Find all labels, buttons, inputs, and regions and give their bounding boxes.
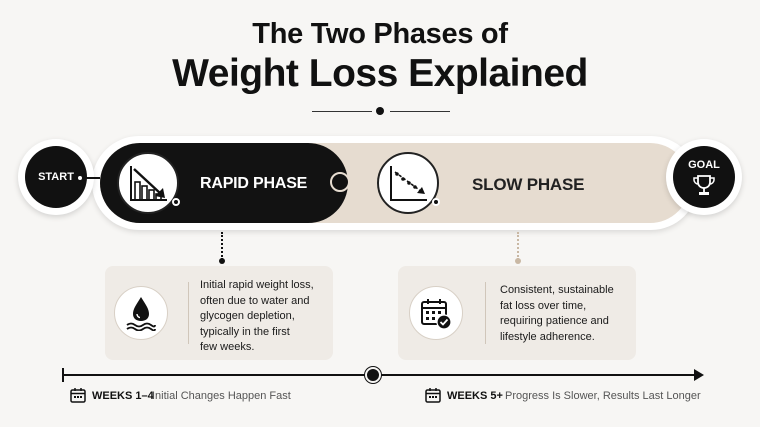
rapid-connector-dot	[219, 258, 225, 264]
water-drop-icon	[114, 286, 168, 340]
rapid-connector	[221, 232, 223, 260]
calendar-icon	[425, 387, 441, 408]
timeline-midpoint	[365, 367, 381, 383]
slow-phase-label: SLOW PHASE	[472, 175, 585, 194]
rapid-card-divider	[188, 282, 189, 344]
start-link-line	[84, 177, 100, 179]
slow-connector	[517, 232, 519, 260]
rapid-icon-dot	[172, 198, 180, 206]
timeline-start-tick	[62, 368, 64, 382]
slow-icon-dot	[432, 198, 440, 206]
calendar-check-icon	[409, 286, 463, 340]
timeline-right-caption: Progress Is Slower, Results Last Longer	[505, 390, 701, 402]
timeline-arrow	[694, 369, 704, 381]
title-line-1: The Two Phases of	[252, 18, 508, 50]
title-rule-left	[312, 111, 372, 112]
timeline-right-weeks: WEEKS 5+	[447, 390, 503, 402]
title-line-2: Weight Loss Explained	[172, 52, 588, 95]
phase-joint-dot	[330, 172, 350, 192]
start-connector	[76, 174, 84, 182]
timeline-left-caption: Initial Changes Happen Fast	[152, 390, 291, 402]
slow-connector-dot	[515, 258, 521, 264]
rapid-phase-label: RAPID PHASE	[200, 175, 308, 192]
steep-decline-chart-icon	[117, 152, 179, 214]
trophy-icon	[693, 174, 715, 195]
slow-phase-description: Consistent, sustainable fat loss over ti…	[500, 284, 614, 343]
start-label: START	[38, 171, 74, 183]
slow-card-divider	[485, 282, 486, 344]
gradual-decline-chart-icon	[377, 152, 439, 214]
rapid-phase-description: Initial rapid weight loss, often due to …	[200, 279, 314, 353]
title-rule-right	[390, 111, 450, 112]
timeline-left-weeks: WEEKS 1–4	[92, 390, 154, 402]
calendar-icon	[70, 387, 86, 408]
goal-label: GOAL	[688, 158, 720, 171]
title-dot	[376, 107, 384, 115]
goal-circle: GOAL	[673, 146, 735, 208]
